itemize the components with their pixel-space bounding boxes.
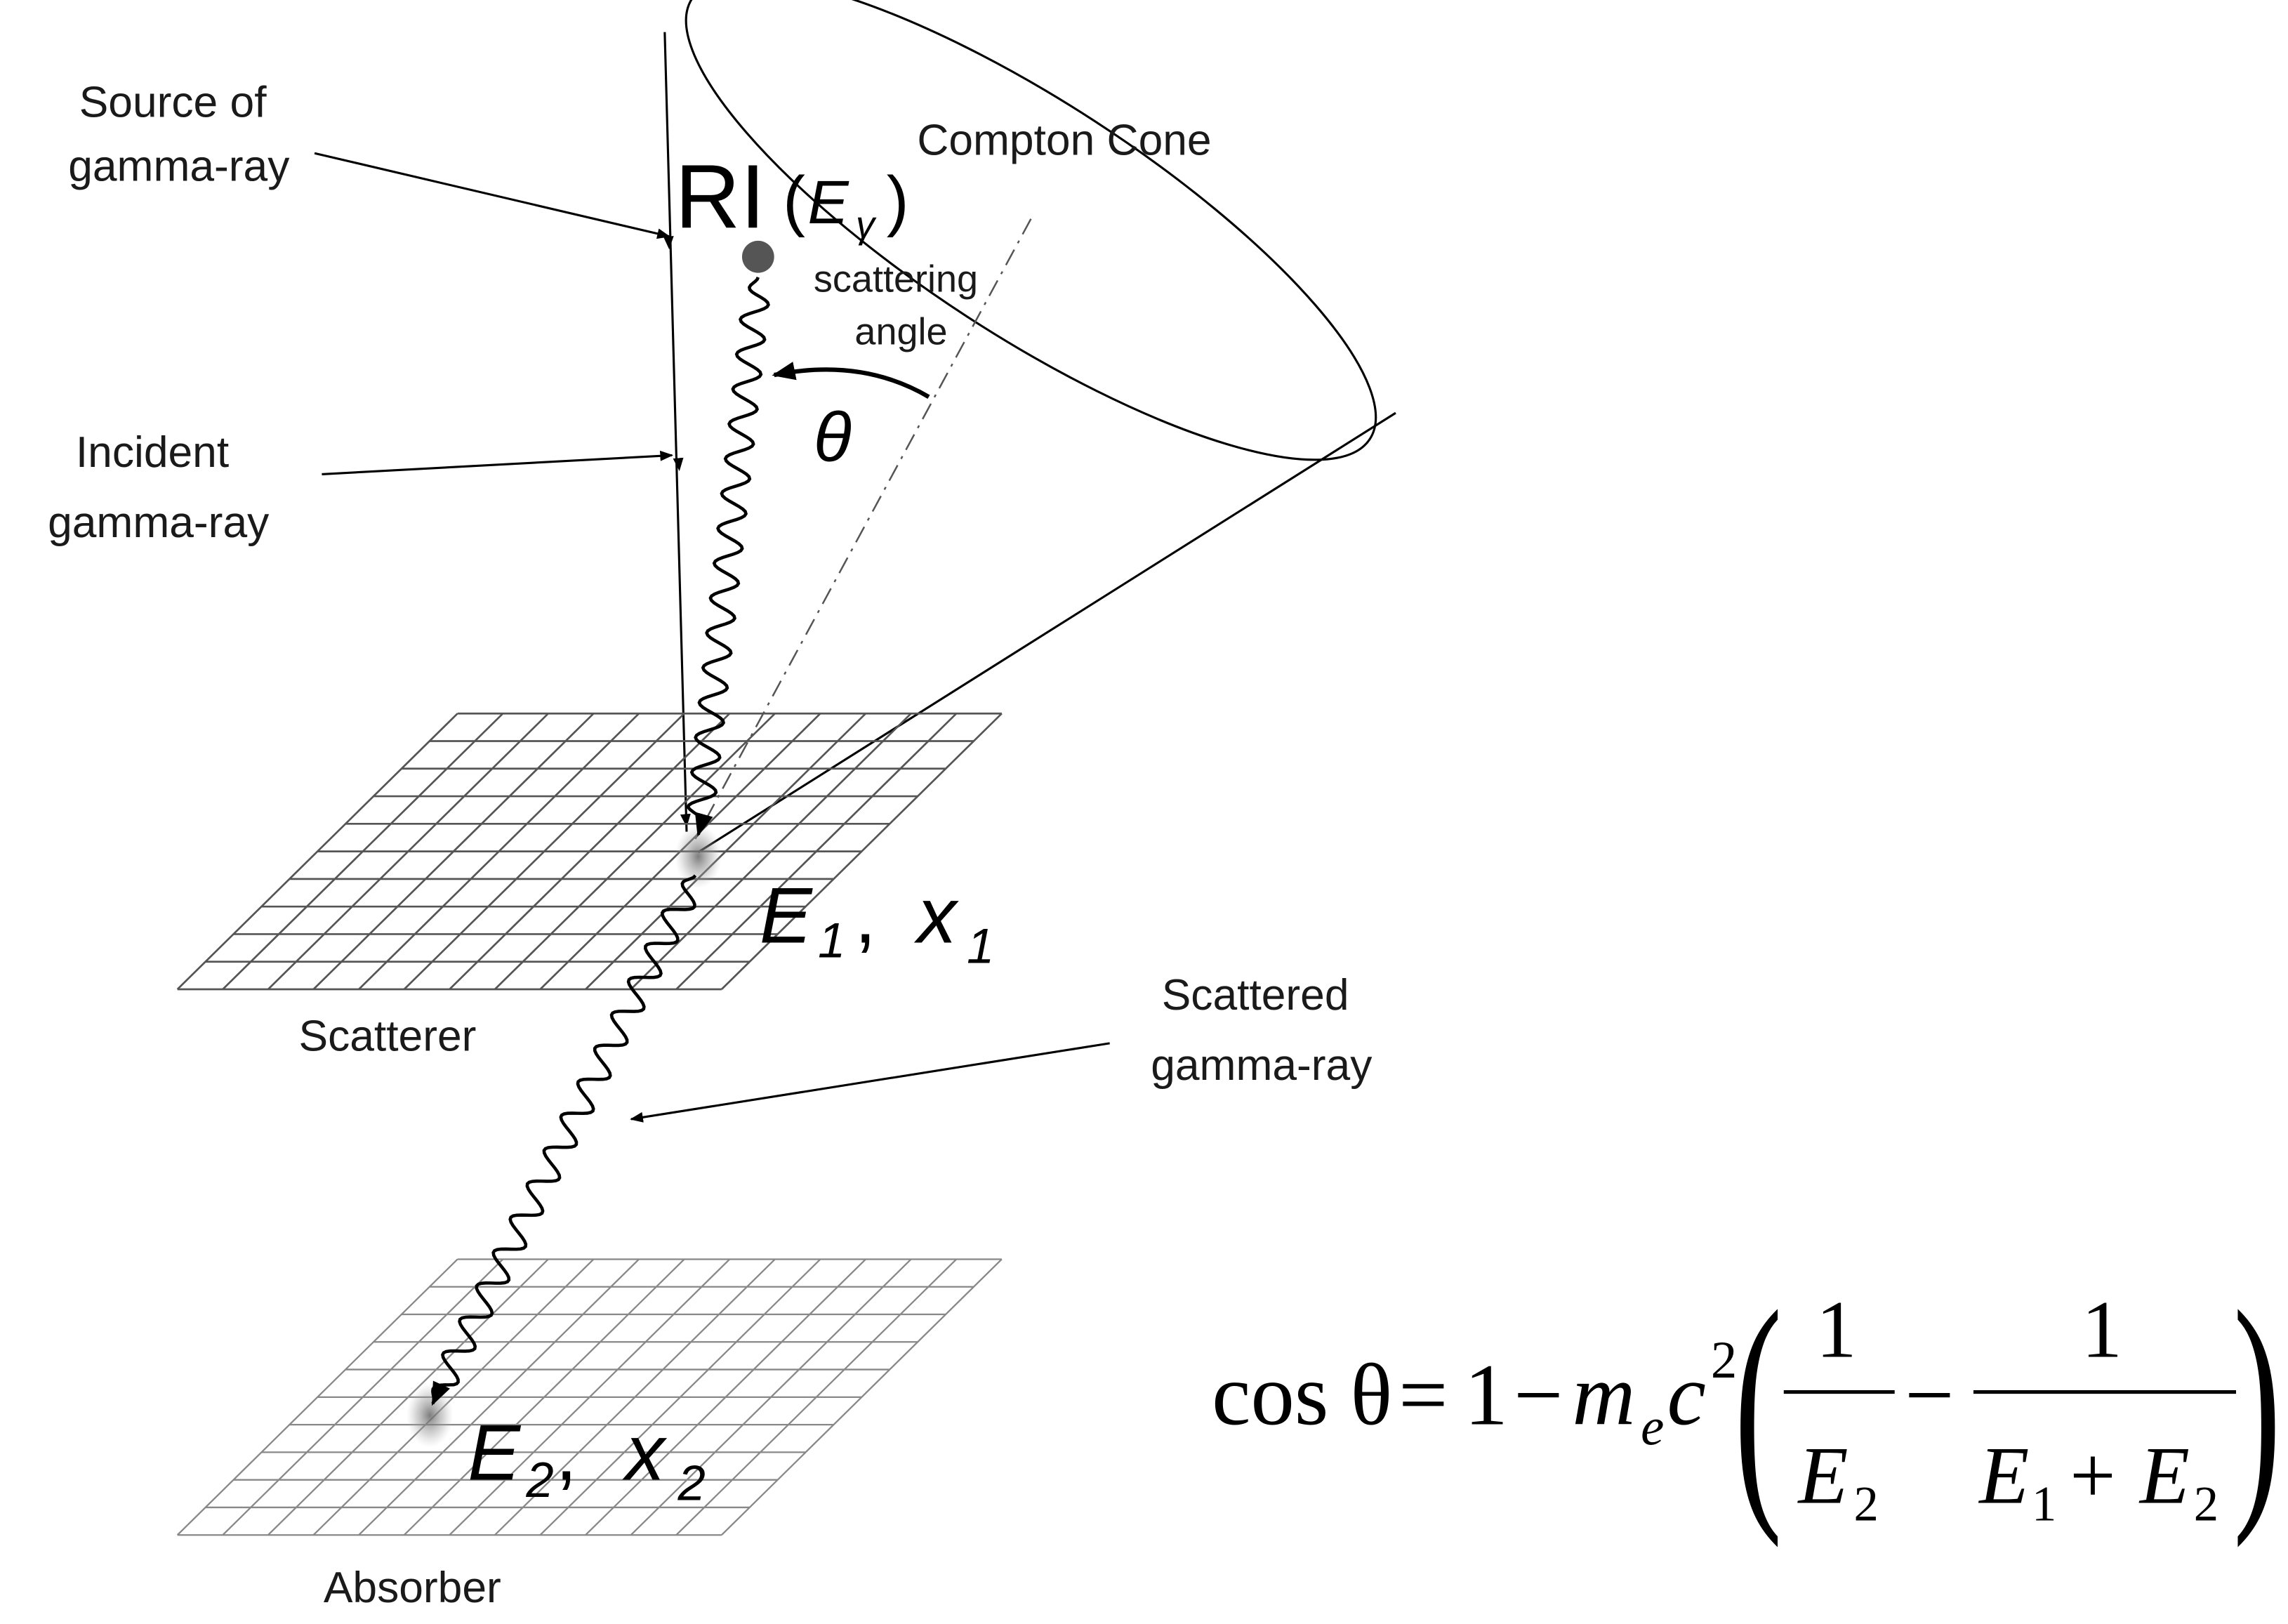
absorber-label: Absorber: [324, 1564, 501, 1612]
eq-frac2-den-a-subscript: 1: [2032, 1477, 2056, 1531]
scatter-interaction-blob: [675, 824, 722, 889]
energy-gamma-subscript: γ: [856, 204, 877, 246]
scattered-pointer-arrow: [630, 1042, 1110, 1123]
eq-frac2-numerator: 1: [2082, 1285, 2122, 1375]
scatterer-label: Scatterer: [299, 1012, 477, 1060]
scattering-angle-label: scattering angle: [814, 258, 988, 353]
theta-label: θ: [814, 399, 852, 477]
eq-c-superscript: 2: [1711, 1331, 1737, 1389]
e1-symbol: E: [760, 871, 813, 959]
absorb-interaction-blob: [406, 1383, 454, 1448]
eq-lhs: cos θ: [1212, 1346, 1392, 1443]
e2-symbol: E: [468, 1408, 521, 1496]
e1-x1-label: E 1 , x 1: [760, 871, 994, 973]
source-label: Source of gamma-ray: [68, 78, 290, 190]
scattered-gamma-wave: [431, 874, 697, 1406]
cone-opening-ellipse: [685, 0, 1377, 461]
eq-equals: =: [1398, 1346, 1448, 1443]
cone-right-edge: [697, 411, 1396, 853]
eq-m: m: [1572, 1346, 1635, 1443]
x1-symbol: x: [913, 871, 959, 959]
e2-x2-label: E 2 , x 2: [468, 1408, 706, 1510]
compton-cone-label: Compton Cone: [917, 116, 1211, 164]
source-energy-label: RI ( E γ ): [675, 146, 908, 247]
eq-frac-minus: −: [1905, 1346, 1954, 1443]
incident-gamma-wave: [686, 276, 770, 837]
e2-subscript: 2: [525, 1452, 553, 1507]
source-pointer-arrow: [314, 152, 670, 239]
eq-frac1-denominator-subscript: 2: [1854, 1477, 1879, 1531]
eq-c: c: [1667, 1346, 1706, 1443]
x1-subscript: 1: [967, 918, 994, 974]
absorber-grid: [176, 1258, 1003, 1536]
cone-left-edge: [663, 32, 688, 832]
ri-paren-open: (: [783, 163, 805, 238]
eq-frac1-numerator: 1: [1816, 1285, 1856, 1375]
eq-minus: −: [1514, 1346, 1563, 1443]
eq-frac1-denominator: E: [1797, 1431, 1849, 1521]
scattered-label: Scattered gamma-ray: [1151, 971, 1373, 1090]
ri-paren-close: ): [887, 163, 909, 238]
ri-label: RI: [675, 146, 765, 247]
incident-pointer-arrow: [322, 450, 674, 475]
eq-frac2-den-a: E: [1978, 1431, 2029, 1521]
eq-right-paren: ): [2233, 1258, 2282, 1549]
eq-left-paren: (: [1734, 1258, 1783, 1549]
energy-gamma-symbol: E: [807, 169, 849, 237]
compton-equation: cos θ = 1 − m e c 2 ( 1 E 2 − 1 E 1 + E …: [1212, 1258, 2281, 1549]
eq-frac2-den-b-subscript: 2: [2194, 1477, 2218, 1531]
cone-arrow-bottom: [680, 795, 691, 828]
incident-arrow-midshaft: [673, 437, 684, 472]
scattering-angle-arc: [772, 362, 930, 399]
eq-one: 1: [1464, 1346, 1508, 1443]
x2-symbol: x: [622, 1408, 668, 1496]
incident-label: Incident gamma-ray: [48, 428, 270, 547]
source-point: [741, 240, 774, 273]
scatterer-grid: [176, 712, 1003, 991]
e2-separator: ,: [555, 1408, 577, 1496]
e1-separator: ,: [854, 871, 876, 959]
eq-frac2-den-b: E: [2138, 1431, 2190, 1521]
e1-subscript: 1: [818, 912, 845, 968]
eq-m-subscript: e: [1641, 1398, 1664, 1456]
eq-frac2-plus: +: [2070, 1431, 2116, 1521]
x2-subscript: 2: [677, 1455, 706, 1510]
